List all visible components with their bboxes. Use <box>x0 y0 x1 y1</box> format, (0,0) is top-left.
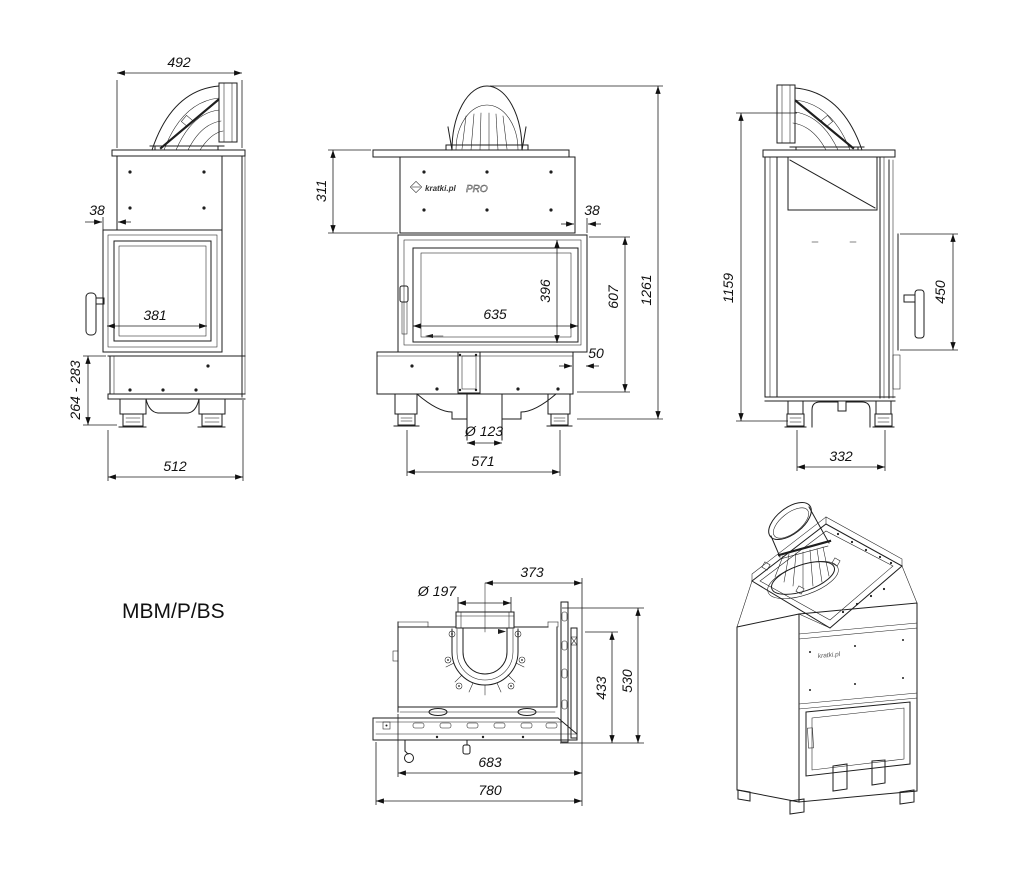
dim-rear-collar-offset: 373 <box>520 564 544 580</box>
dim-front-glass-width: 635 <box>483 306 507 322</box>
page-title: MBM/P/BS <box>122 600 225 623</box>
dim-left-top-width: 492 <box>167 54 191 70</box>
left-side-view: 492 38 381 <box>67 54 246 481</box>
dim-front-side-offset: 38 <box>584 202 600 218</box>
brand-logo-text: kratki.pl <box>425 184 456 193</box>
dim-rear-total-width: 780 <box>478 782 502 798</box>
dim-front-hood-height: 311 <box>313 180 329 202</box>
brand-logo-series: PRO <box>466 184 488 195</box>
dim-right-door-height: 450 <box>932 280 948 304</box>
dim-front-inlet-diameter: Ø 123 <box>464 423 503 439</box>
dim-left-bottom-width: 512 <box>163 458 187 474</box>
isometric-view: kratki.pl <box>736 502 918 815</box>
dim-front-total-height: 1261 <box>638 274 654 305</box>
front-view: kratki.pl PRO 311 38 635 396 607 <box>313 85 663 476</box>
rear-top-view: 373 Ø 197 <box>372 564 644 806</box>
dim-left-base-height: 264 - 283 <box>67 360 83 420</box>
dim-rear-inner-width: 683 <box>478 754 502 770</box>
dim-rear-total-depth: 530 <box>619 669 635 693</box>
dim-rear-inner-depth: 433 <box>593 676 609 700</box>
dim-front-base-offset: 50 <box>588 345 604 361</box>
dim-left-front-offset: 38 <box>89 202 105 218</box>
right-side-view: 1159 450 <box>720 84 958 471</box>
dim-rear-collar-diameter: Ø 197 <box>417 583 457 599</box>
dim-right-total-height: 1159 <box>720 273 736 303</box>
brand-logo-iso: kratki.pl <box>818 651 841 660</box>
dim-right-leg-spacing: 332 <box>829 448 853 464</box>
dim-front-glass-height: 396 <box>537 279 553 303</box>
dim-front-leg-spacing: 571 <box>471 453 494 469</box>
dim-left-glass-width: 381 <box>143 307 166 323</box>
dim-front-body-height: 607 <box>605 284 621 309</box>
